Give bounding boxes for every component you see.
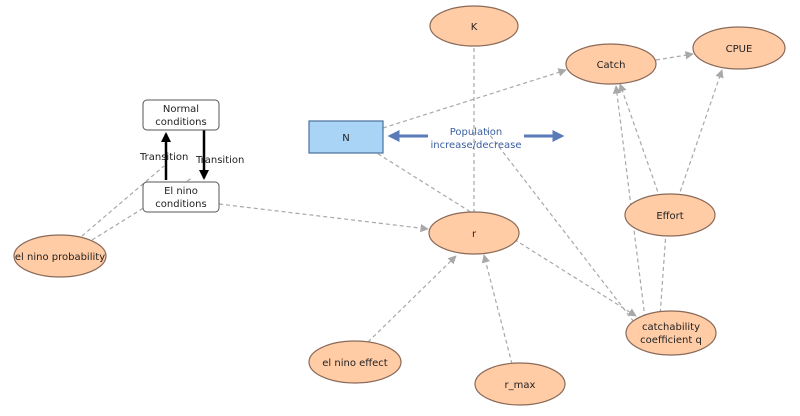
- state-el-nino[interactable]: El nino conditions: [142, 181, 220, 213]
- variable-catch-shape: [565, 43, 657, 85]
- stock-n-label: N: [342, 133, 349, 144]
- link-n-catch: [382, 68, 567, 129]
- variable-r-label: r: [472, 229, 477, 240]
- state-transitions: Transition Transition: [139, 130, 244, 180]
- variable-k-label: K: [471, 22, 478, 33]
- variable-k-shape: [429, 5, 519, 47]
- variable-r-max[interactable]: r_max: [474, 362, 566, 406]
- variable-catch[interactable]: Catch: [565, 43, 657, 85]
- flow-label-line2: increase/decrease: [430, 140, 521, 151]
- link-catch-cpue: [655, 51, 694, 61]
- variable-catchability[interactable]: catchability coefficient q: [625, 310, 717, 356]
- variable-r-max-shape: [474, 362, 566, 406]
- variable-r[interactable]: r: [428, 211, 520, 255]
- transition-label-left: Transition: [139, 152, 188, 163]
- population-flow: Population increase/decrease: [387, 127, 565, 151]
- variable-el-nino-effect[interactable]: el nino effect: [308, 340, 402, 384]
- stock-n[interactable]: N: [308, 120, 384, 154]
- link-probability-transition: [81, 165, 165, 237]
- state-normal-box: [142, 99, 220, 131]
- state-el-nino-box: [142, 181, 220, 213]
- link-r-catchability-diag: [485, 129, 635, 323]
- variable-cpue-shape: [692, 26, 786, 70]
- link-effort-cpue: [677, 69, 724, 199]
- variable-effort[interactable]: Effort: [624, 193, 716, 237]
- variable-catchability-shape: [625, 310, 717, 356]
- state-el-nino-label-1: El nino: [164, 186, 198, 197]
- transition-label-right: Transition: [195, 155, 244, 166]
- variable-effort-shape: [624, 193, 716, 237]
- link-elninoeffect-r: [367, 255, 457, 343]
- variable-cpue[interactable]: CPUE: [692, 26, 786, 70]
- link-effort-catchability: [659, 231, 667, 317]
- variable-effort-label: Effort: [656, 211, 683, 222]
- state-normal[interactable]: Normal conditions: [142, 99, 220, 131]
- variable-catchability-label-1: catchability: [642, 322, 700, 333]
- state-el-nino-label-2: conditions: [155, 199, 206, 210]
- variable-r-max-label: r_max: [505, 380, 536, 391]
- variable-el-nino-probability[interactable]: el nino probability: [13, 234, 107, 278]
- state-normal-label-1: Normal: [163, 104, 199, 115]
- variable-catch-label: Catch: [597, 60, 626, 71]
- variable-r-shape: [428, 211, 520, 255]
- stock-n-box: [308, 120, 384, 154]
- link-elnino-r: [218, 203, 429, 233]
- variable-el-nino-effect-shape: [308, 340, 402, 384]
- variable-catchability-label-2: coefficient q: [640, 335, 702, 346]
- state-normal-label-2: conditions: [155, 117, 206, 128]
- variable-k[interactable]: K: [429, 5, 519, 47]
- variable-cpue-label: CPUE: [726, 44, 753, 55]
- variable-el-nino-probability-shape: [13, 234, 107, 278]
- links: [81, 48, 724, 365]
- link-catchability-catch: [612, 85, 646, 319]
- link-rmax-r: [481, 254, 513, 365]
- flow-label-line1: Population: [450, 127, 503, 138]
- variable-el-nino-probability-label: el nino probability: [15, 252, 105, 263]
- variable-el-nino-effect-label: el nino effect: [322, 358, 388, 369]
- link-effort-catch: [618, 83, 661, 199]
